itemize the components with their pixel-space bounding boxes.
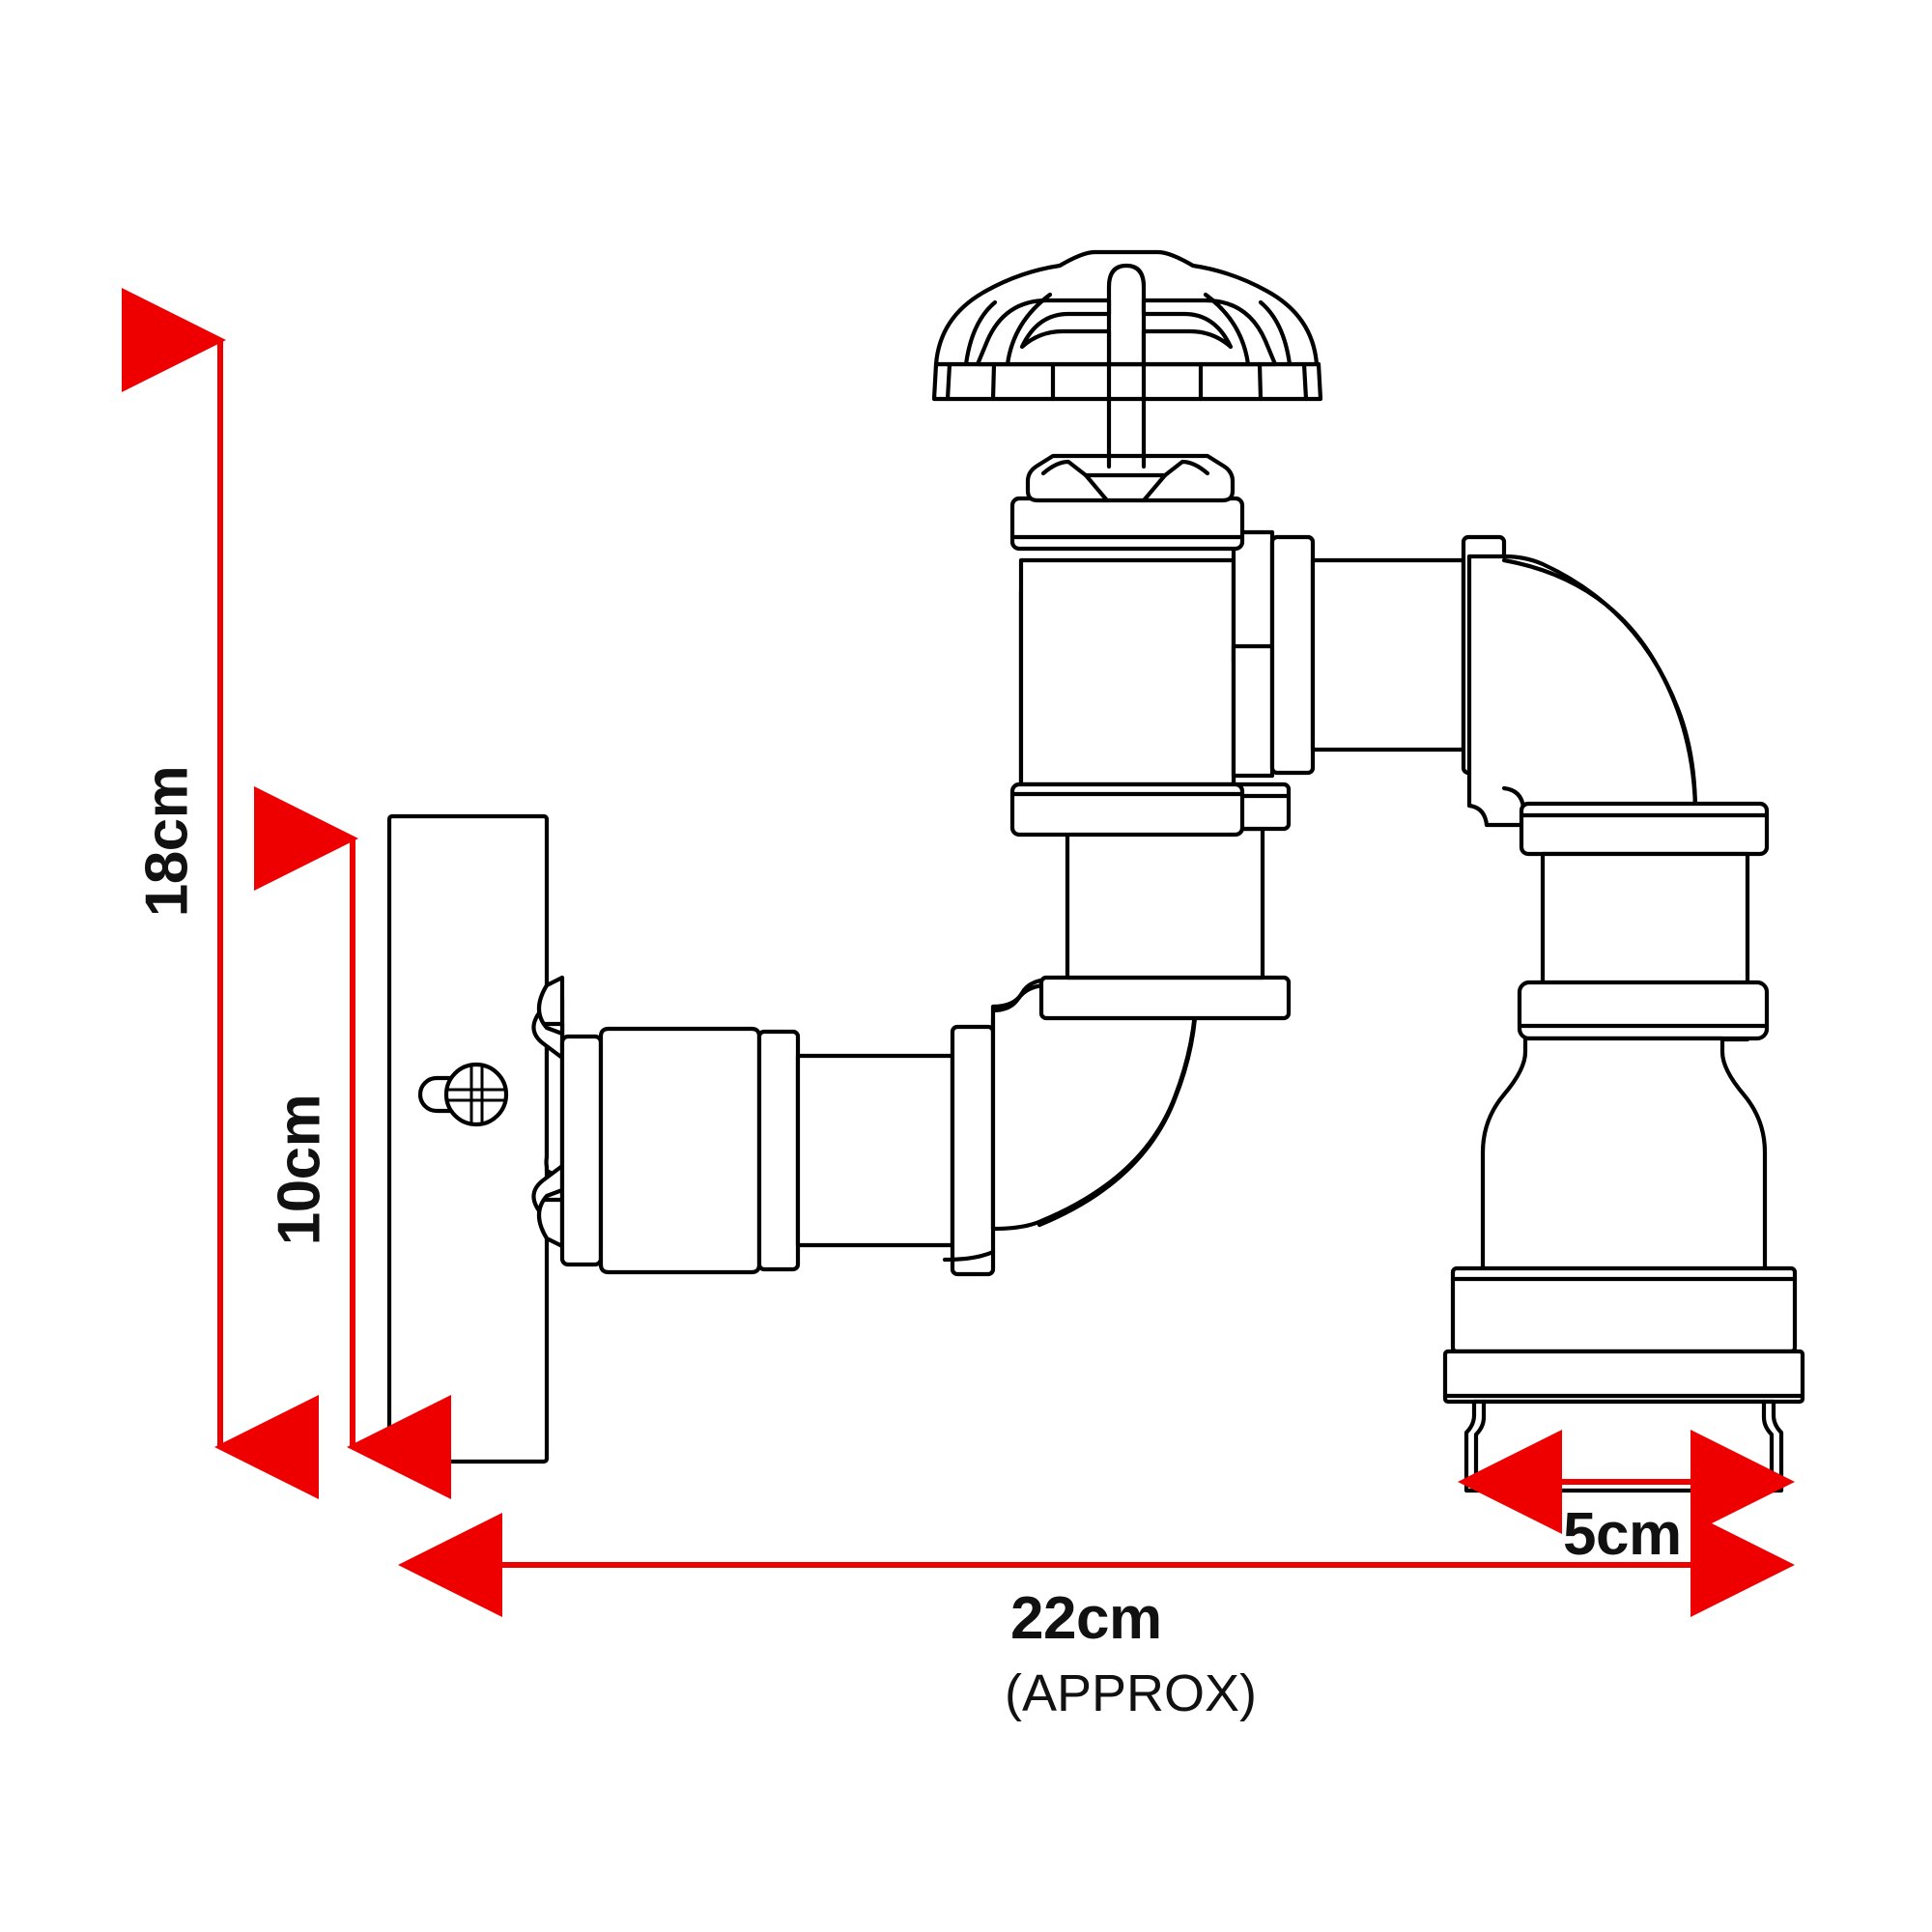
valve-nut: [1025, 453, 1236, 503]
dimension-label-5cm: 5cm: [1563, 1501, 1682, 1568]
valve-handle: [931, 249, 1323, 469]
hex-nut-wall: [531, 975, 565, 1249]
wall-plate: [386, 813, 550, 1464]
horizontal-pipe: [559, 1024, 996, 1277]
dimension-label-10cm: 10cm: [266, 1094, 333, 1246]
valve-body: [1009, 496, 1275, 838]
upper-elbow: [1466, 554, 1698, 828]
dimension-label-18cm: 18cm: [133, 765, 201, 918]
down-pipe: [1517, 801, 1770, 1042]
dimension-annotations: [122, 288, 1795, 1617]
dimension-label-22cm: 22cm: [1010, 1585, 1162, 1652]
fixture-drawing: [386, 249, 1805, 1493]
dimension-label-approx: (APPROX): [1005, 1664, 1258, 1722]
lamp-socket: [1442, 1036, 1805, 1493]
